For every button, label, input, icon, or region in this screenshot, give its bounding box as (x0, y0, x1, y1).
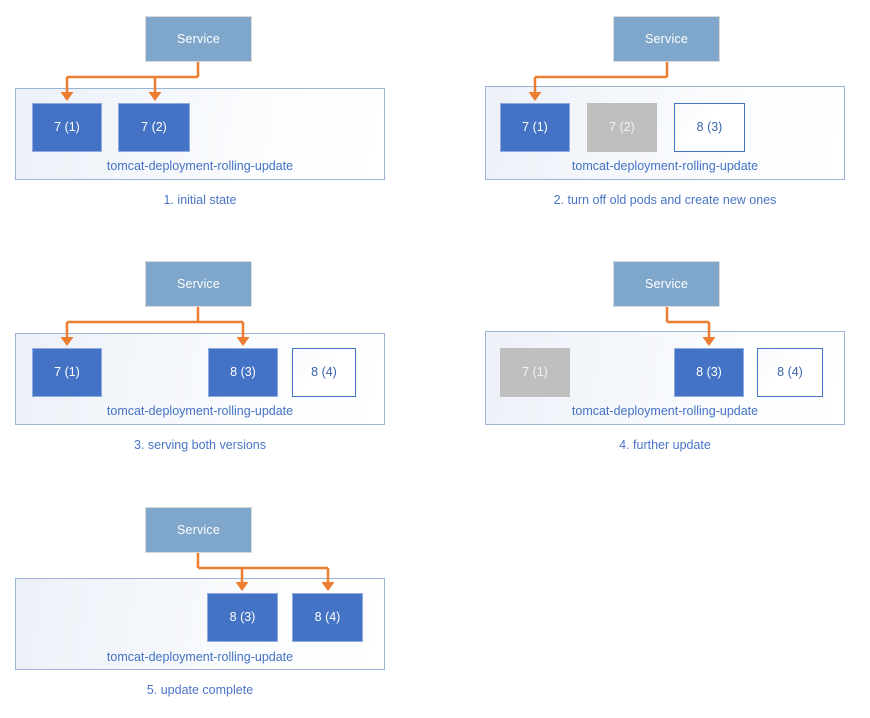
service-label: Service (644, 31, 689, 46)
panel-caption: 1. initial state (163, 193, 237, 207)
deployment-name-label: tomcat-deployment-rolling-update (571, 404, 759, 418)
service-box[interactable]: Service (145, 507, 252, 553)
pod-label: 8 (3) (230, 365, 256, 380)
pod-label: 7 (1) (522, 365, 548, 380)
deployment-name-label: tomcat-deployment-rolling-update (571, 159, 759, 173)
pod-active[interactable]: 7 (1) (32, 348, 102, 397)
pod-label: 8 (4) (311, 365, 337, 380)
pod-terminating[interactable]: 7 (2) (587, 103, 657, 152)
pod-active[interactable]: 8 (3) (674, 348, 744, 397)
service-box[interactable]: Service (145, 261, 252, 307)
deployment-name-label: tomcat-deployment-rolling-update (106, 650, 294, 664)
pod-pending[interactable]: 8 (4) (757, 348, 823, 397)
pod-label: 8 (3) (696, 120, 723, 135)
pod-label: 8 (4) (314, 610, 341, 625)
deployment-name-label: tomcat-deployment-rolling-update (106, 159, 294, 173)
pod-label: 7 (1) (54, 120, 80, 135)
service-label: Service (644, 276, 689, 291)
pod-active[interactable]: 7 (1) (32, 103, 102, 152)
pod-terminating[interactable]: 7 (1) (500, 348, 570, 397)
pod-label: 8 (3) (696, 365, 722, 380)
pod-active[interactable]: 8 (4) (292, 593, 363, 642)
service-label: Service (176, 31, 221, 46)
pod-pending[interactable]: 8 (4) (292, 348, 356, 397)
pod-pending[interactable]: 8 (3) (674, 103, 745, 152)
panel-caption: 4. further update (619, 438, 711, 452)
pod-label: 8 (3) (229, 610, 256, 625)
pod-active[interactable]: 7 (1) (500, 103, 570, 152)
service-box[interactable]: Service (613, 261, 720, 307)
pod-label: 7 (2) (609, 120, 635, 135)
pod-active[interactable]: 8 (3) (208, 348, 278, 397)
service-label: Service (176, 522, 221, 537)
service-label: Service (176, 276, 221, 291)
pod-label: 7 (2) (141, 120, 167, 135)
pod-active[interactable]: 7 (2) (118, 103, 190, 152)
panel-caption: 3. serving both versions (133, 438, 266, 452)
pod-label: 8 (4) (777, 365, 803, 380)
panel-caption: 2. turn off old pods and create new ones (553, 193, 777, 207)
deployment-name-label: tomcat-deployment-rolling-update (106, 404, 294, 418)
service-box[interactable]: Service (145, 16, 252, 62)
panel-caption: 5. update complete (146, 683, 254, 697)
pod-label: 7 (1) (522, 120, 548, 135)
pod-active[interactable]: 8 (3) (207, 593, 278, 642)
service-box[interactable]: Service (613, 16, 720, 62)
pod-label: 7 (1) (54, 365, 80, 380)
